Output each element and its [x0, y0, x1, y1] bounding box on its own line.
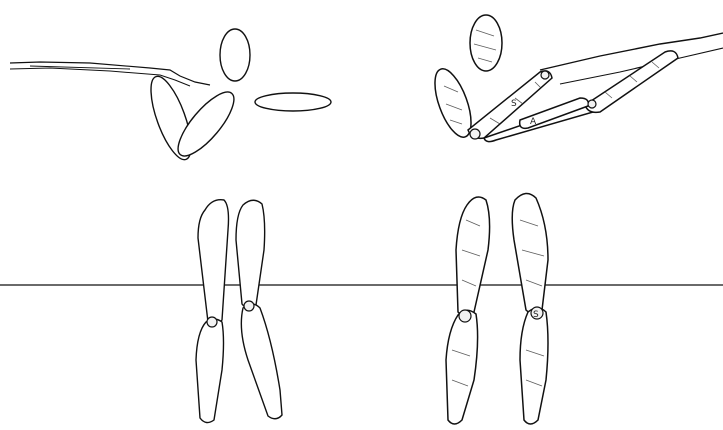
hinge-joint-1: [470, 129, 480, 139]
detached-segment-shaded: [470, 15, 502, 71]
limb-shaded-right-lower: [520, 308, 548, 424]
rod-right-upper: [540, 33, 723, 70]
limb-left-lower: [196, 319, 224, 423]
limb-right-upper: [236, 200, 265, 308]
segment-mark-s: S: [511, 99, 517, 109]
detached-segment-horizontal: [255, 93, 331, 111]
limb-shaded-left-lower: [446, 310, 478, 424]
panel-bottom-left: [196, 200, 282, 423]
hinge-joint-2: [541, 71, 549, 79]
panel-top-left: [10, 29, 331, 164]
limb-shaded-right-upper: [512, 193, 548, 314]
limb-shaded-left-upper: [456, 197, 490, 316]
hinge-joint-3: [588, 100, 596, 108]
limb-right-lower: [241, 304, 282, 419]
panel-bottom-right: S: [446, 193, 548, 424]
panel-top-right: S A: [428, 15, 723, 142]
joint-shaded-left: [459, 310, 471, 322]
joint-left: [207, 317, 217, 327]
joint-mark-s: S: [533, 310, 539, 320]
limb-left-upper: [198, 200, 229, 325]
joint-right: [244, 301, 254, 311]
segment-mark-a: A: [530, 117, 537, 127]
segment-rising: [585, 51, 678, 113]
detached-segment-vertical: [220, 29, 250, 81]
